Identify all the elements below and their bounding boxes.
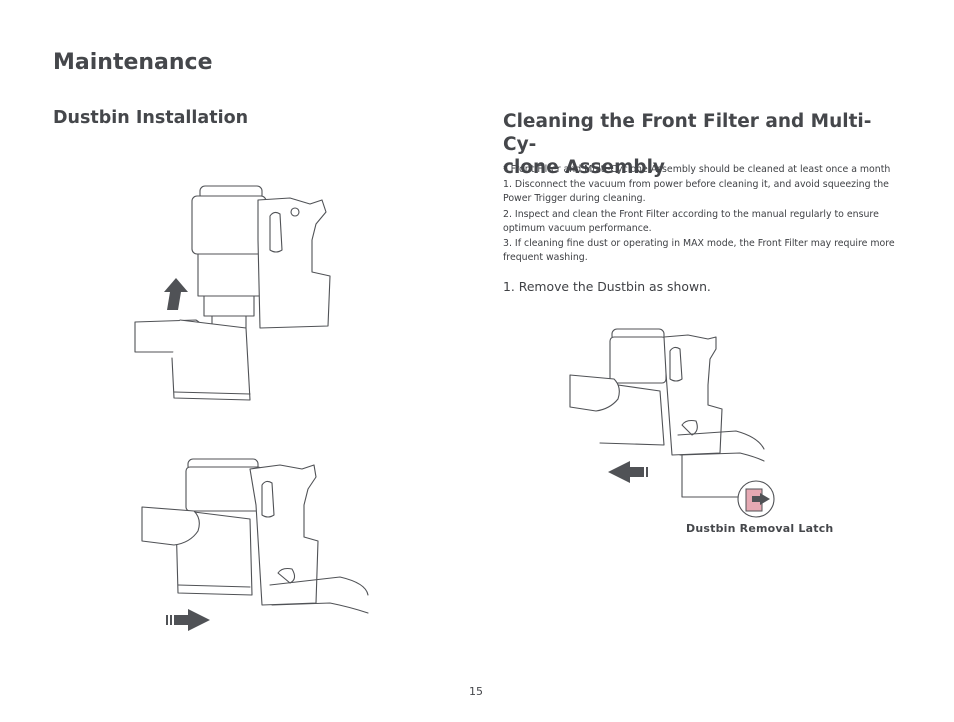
latch-detail-icon: [737, 480, 775, 518]
right-arrow-icon: [166, 609, 210, 631]
section-heading-cleaning-filter: Cleaning the Front Filter and Multi-Cy- …: [503, 110, 903, 179]
heading-line-1: Cleaning the Front Filter and Multi-Cy-: [503, 111, 872, 155]
page-number: 15: [469, 685, 483, 698]
vacuum-remove-illustration: [569, 328, 775, 518]
vacuum-install-illustration-2: [141, 458, 369, 631]
page-title: Maintenance: [53, 50, 213, 75]
note-fine-dust-max: 3. If cleaning fine dust or operating in…: [503, 238, 895, 263]
left-arrow-icon: [608, 461, 648, 483]
note-inspect-filter: 2. Inspect and clean the Front Filter ac…: [503, 209, 879, 234]
up-arrow-icon: [164, 278, 188, 310]
heading-line-2: clone Assembly: [503, 157, 665, 178]
section-heading-dustbin-installation: Dustbin Installation: [53, 108, 249, 128]
dustbin-removal-latch-label: Dustbin Removal Latch: [686, 522, 834, 535]
note-disconnect-power: 1. Disconnect the vacuum from power befo…: [503, 179, 889, 204]
note-clean-monthly: * Front Filter and Multi-Cyclone Assembl…: [503, 164, 891, 175]
step-remove-dustbin: 1. Remove the Dustbin as shown.: [503, 279, 711, 294]
vacuum-install-illustration-1: [134, 185, 331, 401]
